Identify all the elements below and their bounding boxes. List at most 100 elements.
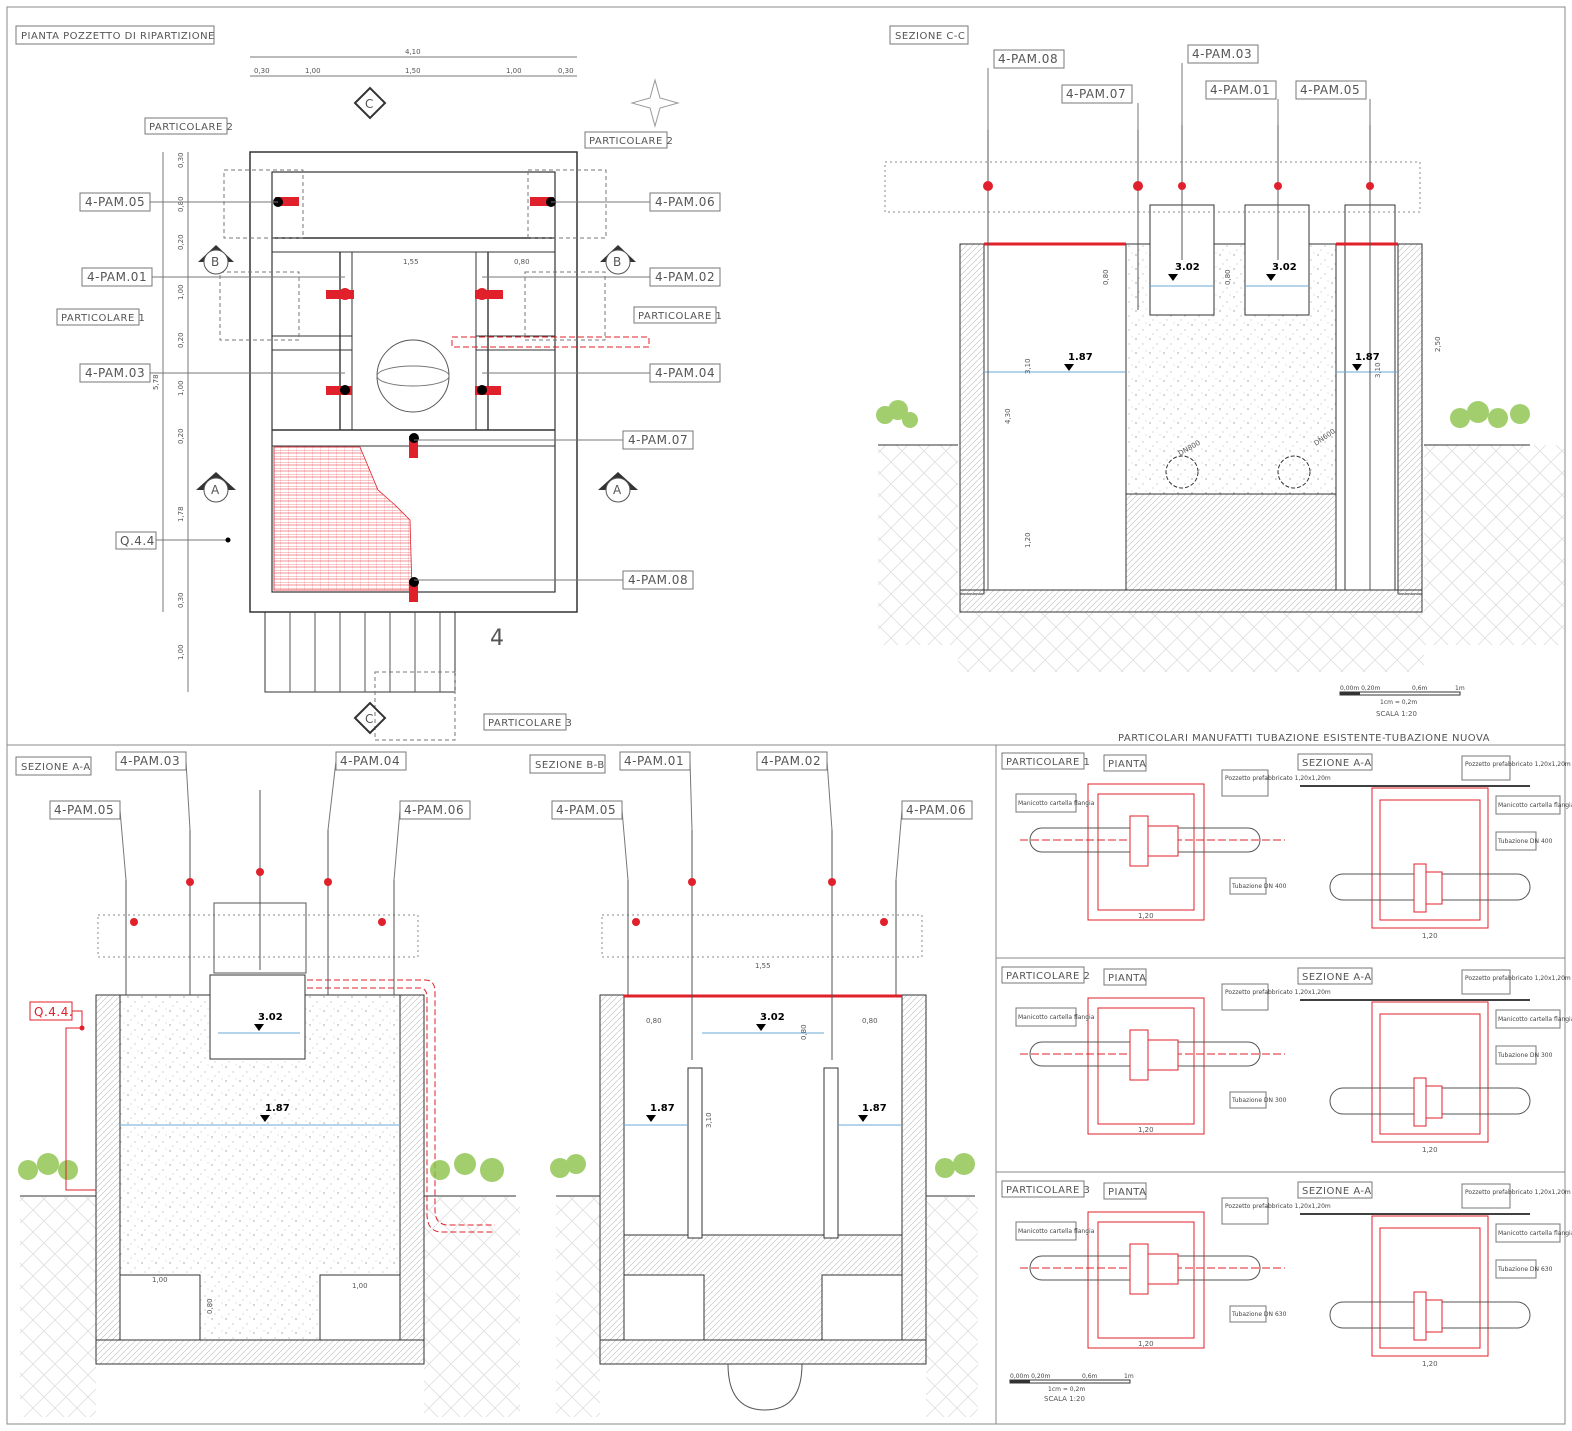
bb-tag-pam05: 4-PAM.05	[556, 803, 616, 817]
cc-level-187-b: 1.87	[1355, 352, 1380, 363]
dim-inner-2: 0,80	[514, 258, 530, 266]
dim-h3: 0,20	[177, 234, 185, 250]
cc-dim-6: 2,50	[1434, 336, 1442, 352]
plan-tag-pam01: 4-PAM.01	[87, 270, 147, 284]
cc-dim-4: 4,30	[1004, 408, 1012, 424]
detail-section-dim: 1,20	[1422, 932, 1438, 940]
aa-dim-3: 0,80	[206, 1298, 214, 1314]
detail-section-pozzetto: Pozzetto prefabbricato 1,20x1,20m	[1465, 1189, 1571, 1196]
plan-tag-pam03: 4-PAM.03	[85, 366, 145, 380]
dim-h6: 1,00	[177, 380, 185, 396]
section-c-bottom: C	[365, 712, 373, 726]
dim-h4: 1,00	[177, 284, 185, 300]
bb-tag-pam01: 4-PAM.01	[624, 754, 684, 768]
detail-plan-label: PIANTA	[1108, 973, 1146, 984]
detail-plan-dim: 1,20	[1138, 1340, 1154, 1348]
dim-h9: 0,30	[177, 592, 185, 608]
bb-tag-pam06: 4-PAM.06	[906, 803, 966, 817]
detail-plan-tubo: Tubazione DN 400	[1231, 883, 1287, 890]
dim-h1: 0,30	[177, 152, 185, 168]
dim-w1: 0,30	[254, 67, 270, 75]
detail-plan-manicotto: Manicotto cartella flangia	[1018, 1014, 1095, 1021]
plan-tag-pam02: 4-PAM.02	[655, 270, 715, 284]
detail-section-label: SEZIONE A-A	[1302, 1186, 1372, 1197]
scale-bar-top: 0,00m 0,20m 0,6m 1m 1cm = 0,2m SCALA 1:2…	[1339, 685, 1465, 718]
dim-w3: 1,50	[405, 67, 421, 75]
cc-tag-pam05: 4-PAM.05	[1300, 83, 1360, 97]
dim-inner-1: 1,55	[403, 258, 419, 266]
aa-tag-pam03: 4-PAM.03	[120, 754, 180, 768]
aa-tag-pam05: 4-PAM.05	[54, 803, 114, 817]
detail-section-manicotto: Manicotto cartella flangia	[1498, 1230, 1572, 1237]
scale-top-label: SCALA 1:20	[1376, 710, 1417, 718]
bb-level-187-a: 1.87	[650, 1103, 675, 1114]
cc-tag-pam08: 4-PAM.08	[998, 52, 1058, 66]
detail-plan-tubo: Tubazione DN 630	[1231, 1311, 1287, 1318]
details-title: PARTICOLARI MANUFATTI TUBAZIONE ESISTENT…	[1118, 733, 1490, 744]
detail-plan-manicotto: Manicotto cartella flangia	[1018, 800, 1095, 807]
dim-w5: 0,30	[558, 67, 574, 75]
section-b-right: B	[613, 255, 621, 269]
dim-h7: 0,20	[177, 428, 185, 444]
detail-section-tubo: Tubazione DN 300	[1497, 1052, 1553, 1059]
cc-dim-5: 1,20	[1024, 532, 1032, 548]
detail-section-manicotto: Manicotto cartella flangia	[1498, 1016, 1572, 1023]
section-aa-title: SEZIONE A-A	[21, 762, 91, 773]
detail-plan-manicotto: Manicotto cartella flangia	[1018, 1228, 1095, 1235]
cc-level-187-a: 1.87	[1068, 352, 1093, 363]
detail-plan-pozzetto: Pozzetto prefabbricato 1,20x1,20m	[1225, 775, 1331, 782]
cc-dim-2: 0,80	[1224, 269, 1232, 285]
scale-bottom-ticks-1: 0,6m	[1082, 1373, 1098, 1380]
detail-plan-tubo: Tubazione DN 300	[1231, 1097, 1287, 1104]
bb-dim-4: 0,80	[800, 1024, 808, 1040]
section-bb-title: SEZIONE B-B	[535, 760, 605, 771]
aa-dim-2: 1,00	[352, 1282, 368, 1290]
section-a-left: A	[211, 483, 220, 497]
cc-level-302-a: 3.02	[1175, 262, 1200, 273]
plan-tag-pam05: 4-PAM.05	[85, 195, 145, 209]
dim-h5: 0,20	[177, 332, 185, 348]
detail-section-manicotto: Manicotto cartella flangia	[1498, 802, 1572, 809]
bb-tag-pam02: 4-PAM.02	[761, 754, 821, 768]
scale-bottom-label: SCALA 1:20	[1044, 1395, 1085, 1403]
plan-particolare-1-right: PARTICOLARE 1	[638, 311, 722, 322]
plan-particolare-2-left: PARTICOLARE 2	[149, 122, 233, 133]
bb-level-302: 3.02	[760, 1012, 785, 1023]
aa-level-187: 1.87	[265, 1103, 290, 1114]
dim-h8: 1,78	[177, 506, 185, 522]
aa-dim-1: 1,00	[152, 1276, 168, 1284]
bb-dim-3: 0,80	[862, 1017, 878, 1025]
scale-bottom-ticks-0: 0,00m 0,20m	[1010, 1373, 1050, 1380]
detail-section-label: SEZIONE A-A	[1302, 972, 1372, 983]
section-a-right: A	[613, 483, 622, 497]
cc-tag-pam03: 4-PAM.03	[1192, 47, 1252, 61]
floor-number: 4	[490, 626, 504, 651]
detail-plan-dim: 1,20	[1138, 1126, 1154, 1134]
aa-tag-pam04: 4-PAM.04	[340, 754, 400, 768]
dim-w2: 1,00	[305, 67, 321, 75]
section-b-left: B	[211, 255, 219, 269]
aa-level-302: 3.02	[258, 1012, 283, 1023]
dim-h10: 1,00	[177, 644, 185, 660]
plan-particolare-1-left: PARTICOLARE 1	[61, 313, 145, 324]
plan-tag-pam04: 4-PAM.04	[655, 366, 715, 380]
detail-plan-pozzetto: Pozzetto prefabbricato 1,20x1,20m	[1225, 1203, 1331, 1210]
detail-section-dim: 1,20	[1422, 1146, 1438, 1154]
cc-tag-pam07: 4-PAM.07	[1066, 87, 1126, 101]
detail-part-label: PARTICOLARE 3	[1006, 1185, 1090, 1196]
cc-dim-3: 3,10	[1024, 358, 1032, 374]
dim-w4: 1,00	[506, 67, 522, 75]
scale-top-ratio: 1cm = 0,2m	[1380, 699, 1417, 706]
bb-level-187-b: 1.87	[862, 1103, 887, 1114]
cc-dim-1: 0,80	[1102, 269, 1110, 285]
plan-title: PIANTA POZZETTO DI RIPARTIZIONE	[21, 31, 215, 42]
section-aa: SEZIONE A-A	[15, 751, 520, 1417]
detail-section-tubo: Tubazione DN 400	[1497, 838, 1553, 845]
aa-tag-pam06: 4-PAM.06	[404, 803, 464, 817]
bb-dim-1: 1,55	[755, 962, 771, 970]
detail-plan-dim: 1,20	[1138, 912, 1154, 920]
plan-tag-q44: Q.4.4	[120, 534, 155, 548]
